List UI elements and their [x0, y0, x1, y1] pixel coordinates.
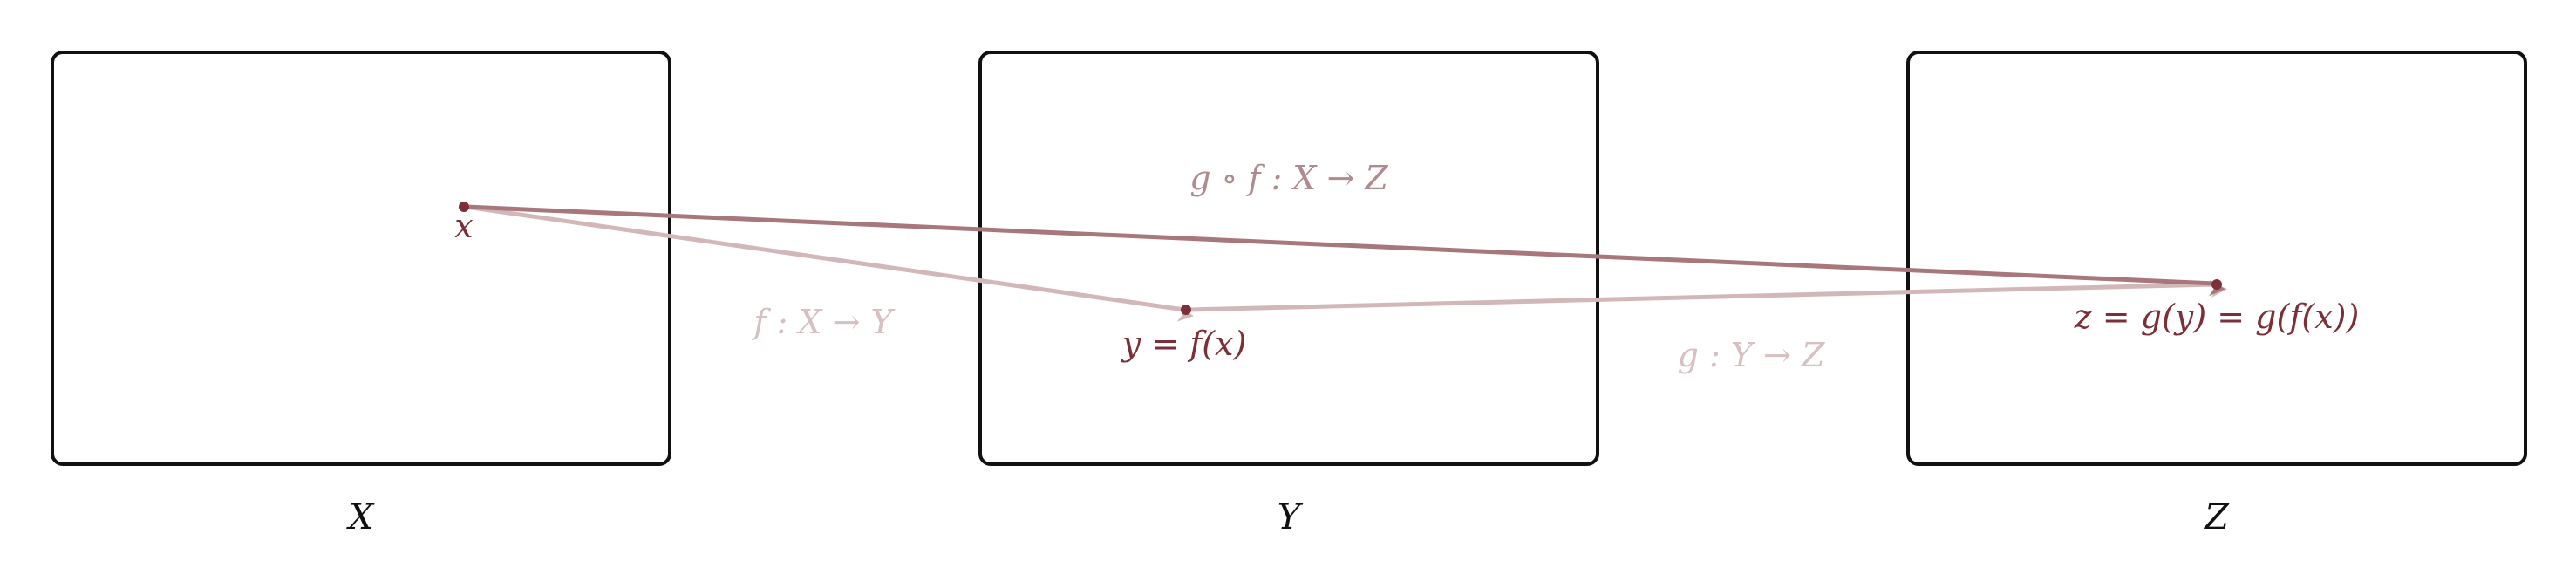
- arrow-f: [465, 204, 1194, 322]
- arrow-g: [1187, 281, 2228, 312]
- point-label-z: z = g(y) = g(f(x)): [2074, 298, 2360, 336]
- set-label-x: X: [346, 497, 375, 537]
- map-label-f: f : X → Y: [751, 303, 896, 341]
- map-label-g: g : Y → Z: [1678, 336, 1825, 374]
- set-box-z: [1906, 51, 2527, 466]
- point-z: [2211, 279, 2222, 290]
- set-label-y: Y: [1278, 497, 1304, 537]
- set-label-z: Z: [2203, 497, 2230, 537]
- set-box-y: [978, 51, 1599, 466]
- point-y: [1181, 305, 1191, 315]
- point-label-y: y = f(x): [1121, 325, 1247, 363]
- point-x: [459, 202, 469, 212]
- map-label-composition: g ∘ f : X → Z: [1189, 159, 1388, 197]
- set-box-x: [51, 51, 671, 466]
- point-label-x: x: [454, 207, 473, 245]
- arrow-composition: [465, 204, 2225, 297]
